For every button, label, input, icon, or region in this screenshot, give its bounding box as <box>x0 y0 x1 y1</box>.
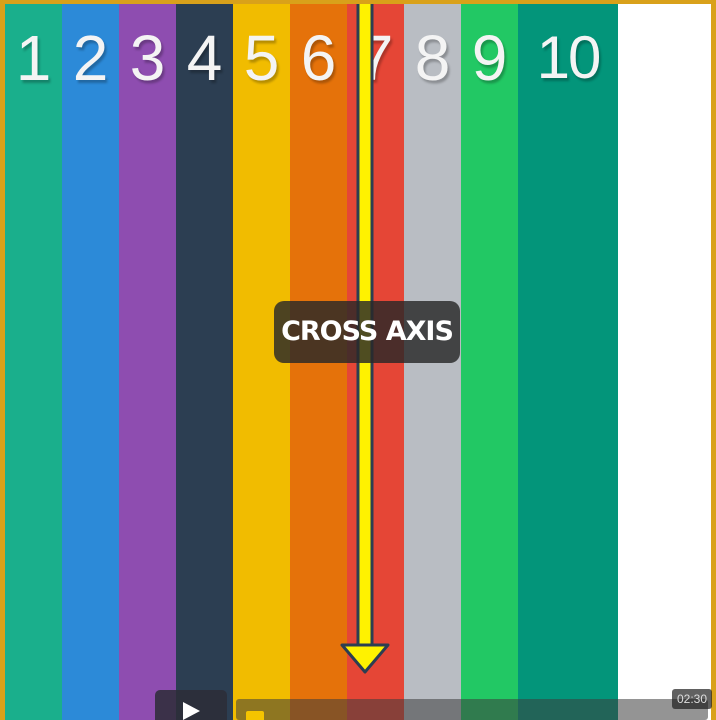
column-number: 9 <box>471 22 508 94</box>
column-number: 1 <box>15 22 52 94</box>
column-9: 9 <box>461 4 518 720</box>
column-4: 4 <box>176 4 233 720</box>
cross-axis-label: CROSS AXIS <box>274 301 460 363</box>
column-number: 6 <box>300 22 337 94</box>
column-number: 3 <box>129 22 166 94</box>
column-3: 3 <box>119 4 176 720</box>
column-10: 10 <box>518 4 618 720</box>
progress-bar[interactable] <box>236 699 708 720</box>
play-icon <box>183 702 200 720</box>
column-number: 10 <box>536 24 602 91</box>
time-display: 02:30 <box>671 689 712 709</box>
column-11 <box>618 4 711 720</box>
play-button[interactable] <box>155 690 227 720</box>
column-1: 1 <box>5 4 62 720</box>
column-number: 4 <box>186 22 223 94</box>
column-number: 5 <box>243 22 280 94</box>
column-number: 2 <box>72 22 109 94</box>
progress-fill <box>246 711 264 720</box>
column-number: 8 <box>414 22 451 94</box>
column-2: 2 <box>62 4 119 720</box>
